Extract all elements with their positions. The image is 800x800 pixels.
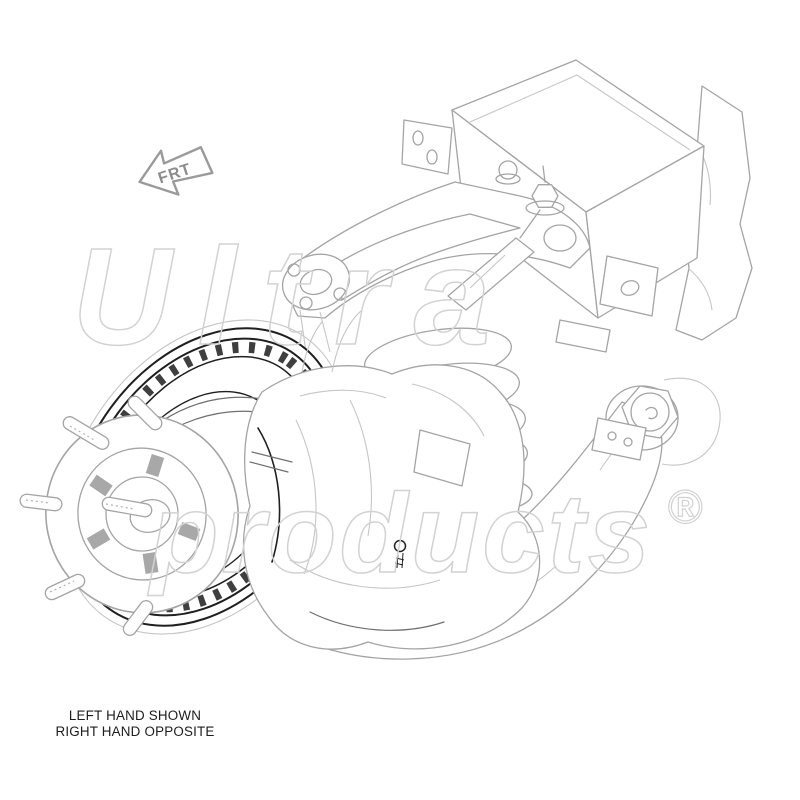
caliper-bottom-edge <box>309 611 445 631</box>
handedness-note-line1: LEFT HAND SHOWN <box>68 708 202 723</box>
wheel-studs <box>19 395 163 636</box>
hub-flange-inner-ring <box>77 447 207 581</box>
knuckle-body <box>242 364 541 650</box>
upper-control-arm <box>281 160 591 353</box>
frt-arrow-outline <box>138 146 214 196</box>
rotor-edge-in-window <box>257 427 281 563</box>
bushing-nut-face <box>630 392 670 432</box>
bleed-screw-threads <box>394 552 405 569</box>
hub-flange <box>19 395 239 636</box>
hub-slots <box>86 454 201 574</box>
shock-tube <box>447 237 535 311</box>
brake-caliper <box>242 309 541 650</box>
mount-tab <box>401 119 453 175</box>
tab-hole <box>426 149 438 165</box>
watermark-word-ultra: Ultra <box>72 220 516 374</box>
rear-bushing-loop <box>661 377 721 466</box>
pivot-bolt <box>498 160 518 180</box>
wheel-stud <box>62 416 110 450</box>
bracket-box-seam <box>469 74 691 151</box>
registered-trademark-icon: ® <box>668 480 703 533</box>
handedness-note-line2: RIGHT HAND OPPOSITE <box>55 723 215 739</box>
wheel-stud <box>19 493 63 512</box>
pivot-nut <box>531 184 559 208</box>
arm-bushing <box>543 224 577 252</box>
upper-arm-body <box>289 181 591 319</box>
watermark-word-products: products <box>147 471 653 596</box>
pivot-bolt-washer <box>495 173 521 185</box>
bracket-foot <box>555 319 611 353</box>
wheel-stud-center <box>101 496 153 518</box>
ball-joint-hole <box>333 287 347 301</box>
plate-hole <box>623 437 633 447</box>
lower-bracket-hole <box>620 280 640 296</box>
ball-joint-stem <box>299 309 331 353</box>
pivot-washer <box>525 200 565 216</box>
arm-plate <box>591 417 647 461</box>
tab-hole <box>412 130 424 146</box>
hub-center-detail <box>129 499 171 533</box>
wheel-stud <box>122 600 154 636</box>
stud-threads <box>25 425 135 593</box>
caliper-lower-contour <box>289 559 441 589</box>
frt-direction-arrow: FRT <box>138 146 214 196</box>
caliper-boss <box>413 429 471 487</box>
hub-center-bore <box>105 476 179 552</box>
ball-joint-center <box>299 268 333 296</box>
lower-bracket <box>599 255 659 317</box>
handedness-note: LEFT HAND SHOWN RIGHT HAND OPPOSITE <box>46 708 224 740</box>
wheel-stud <box>127 395 163 431</box>
shock-tube-line <box>469 254 506 289</box>
wheel-stud <box>44 573 86 601</box>
plate-hole <box>607 431 617 441</box>
shock-absorber <box>447 209 541 311</box>
knuckle-contour <box>295 399 372 575</box>
shock-rod <box>519 209 541 239</box>
brand-watermark: Ultra products ® <box>71 219 703 597</box>
pad-edges <box>249 451 293 473</box>
ball-joint-hole <box>287 263 301 277</box>
knuckle-contour <box>299 383 485 437</box>
knuckle-upper-arm <box>301 309 363 373</box>
bleed-screw <box>393 539 407 553</box>
upper-arm-cutout <box>339 213 521 301</box>
ball-joint-hole <box>299 296 313 310</box>
pivot-stud <box>542 165 546 183</box>
bushing-nut-thread <box>645 406 658 420</box>
